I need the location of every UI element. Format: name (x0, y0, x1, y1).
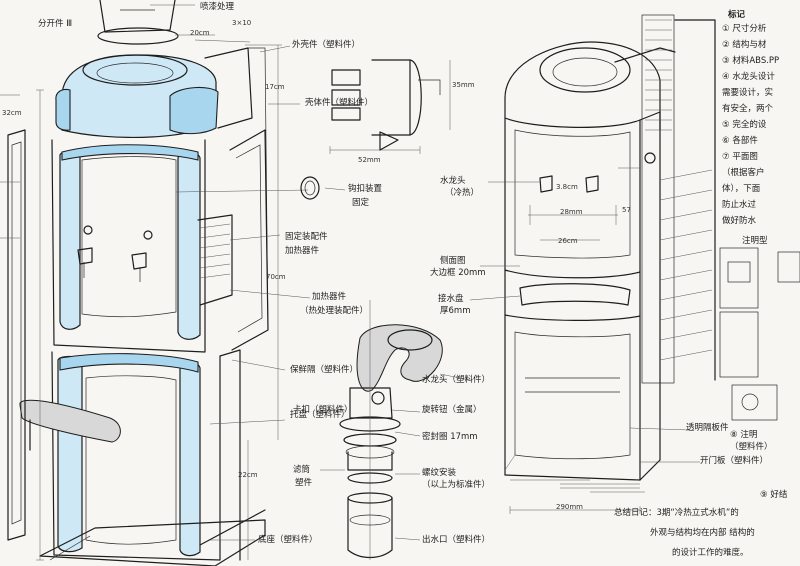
notes-line: ⑥ 各部件 (722, 136, 758, 146)
label-valve: 水龙头（塑料件） (422, 375, 491, 385)
label-dim-tap: 3.8cm (556, 183, 578, 191)
label-heat-fit: 加热器件 (285, 246, 320, 256)
notes-line: （根据客户 (722, 168, 765, 178)
label-nut-sub: （以上为标准件） (422, 480, 491, 490)
label-door-lower: 开门板（塑料件） (700, 456, 769, 466)
label-heat-tank: 接水盘 (438, 294, 464, 304)
notes-line: 需要设计，实 (722, 88, 774, 98)
label-dim-57: 57 (622, 206, 631, 214)
label-dim-22: 22cm (238, 471, 258, 479)
label-dim-52: 52mm (358, 156, 381, 164)
label-clip: 卡扣（塑料件） (293, 405, 353, 415)
label-side-sub: 大边框 20mm (430, 268, 486, 278)
label-filter: 滤筒 (293, 465, 311, 475)
notes-line: ⑤ 完全的设 (722, 120, 767, 130)
label-shelf-glass: 透明隔板件 (686, 423, 729, 433)
label-heat-tank-sub: 厚6mm (440, 306, 471, 316)
label-side: 侧面图 (440, 256, 466, 266)
label-rotation-key: 旋转钮（金属） (422, 405, 482, 415)
label-tap-sub: （冷热） (445, 188, 480, 198)
notes-line: ① 尺寸分析 (722, 24, 767, 34)
notes-line: 体），下面 (722, 184, 761, 194)
notes-bottom-2: 外观与结构均在内部 结构的 (650, 528, 755, 538)
notes-line: ④ 水龙头设计 (722, 72, 775, 82)
notes-item-cn: 注明型 (742, 236, 768, 246)
notes-line: ② 结构与材 (722, 40, 767, 50)
notes-footer-1: ⑧ 注明 (730, 430, 758, 440)
label-outlet: 出水口（塑料件） (422, 535, 491, 545)
label-nut: 螺纹安装 (422, 468, 457, 478)
notes-line: 防止水过 (722, 200, 757, 210)
label-fit-parts: 固定装配件 (285, 232, 328, 242)
notes-line: ③ 材料ABS.PP (722, 56, 780, 66)
label-fixed: 固定 (352, 198, 370, 208)
right-dispenser (469, 14, 800, 514)
label-shell-body: 壳体件（塑料件） (305, 98, 374, 108)
notes-line: ⑦ 平面图 (722, 152, 758, 162)
notes-circle: ⑨ 好结 (760, 490, 788, 500)
label-filter2: 塑件 (295, 478, 313, 488)
label-glass-shelf: 保鲜隔（塑料件） (290, 365, 359, 375)
label-dim-35: 35mm (452, 81, 475, 89)
notes-line: 有安全，两个 (722, 104, 774, 114)
left-dispenser (0, 0, 311, 566)
label-dim-bottom: 290mm (556, 503, 583, 511)
label-shell-top: 外壳件（塑料件） (292, 40, 361, 50)
label-tray: 托盘（塑料件） (290, 410, 350, 420)
center-parts (300, 59, 471, 560)
label-dim-3x10: 3×10 (232, 19, 252, 27)
label-spray: 喷漆处理 (200, 2, 235, 12)
label-heat-parts: 加热器件 (312, 292, 347, 302)
notes-bottom-1: 总结日记：3期“冷热立式水机”的 (614, 508, 739, 518)
notes-bottom-3: 的设计工作的难度。 (672, 548, 749, 558)
label-hook-ring: 钩扣装置 (348, 184, 383, 194)
label-tap: 水龙头 (440, 176, 466, 186)
left-taps (77, 225, 153, 282)
label-dim-70: 70cm (266, 273, 286, 281)
label-base: 底座（塑料件） (258, 535, 318, 545)
label-dim-width: 26cm (558, 237, 578, 245)
label-dim-17: 17cm (265, 83, 285, 91)
label-dim-32: 32cm (2, 109, 22, 117)
label-dim-top: 20cm (190, 29, 210, 37)
notes-title: 标记 (728, 10, 746, 20)
notes-footer-2: （塑料件） (730, 442, 773, 452)
label-dim-panel: 28mm (560, 208, 583, 216)
notes-line: 做好防水 (722, 216, 757, 226)
label-top-sep: 分开件 Ⅲ (38, 19, 73, 29)
label-heat-sub: （热处理装配件） (300, 306, 369, 316)
label-seal: 密封圈 17mm (422, 432, 478, 442)
